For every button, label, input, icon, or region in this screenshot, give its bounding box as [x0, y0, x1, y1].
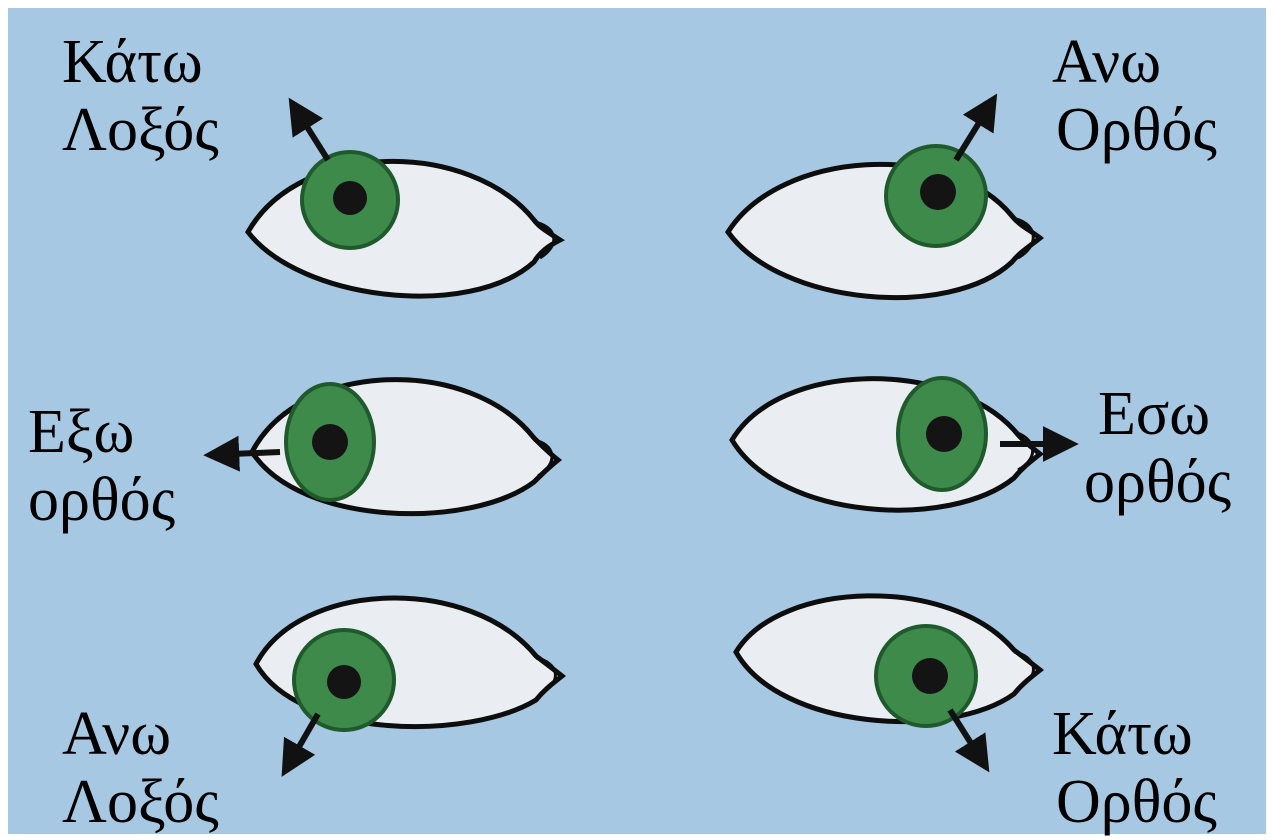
arrow [232, 452, 280, 454]
label-line2: Ορθός [1056, 768, 1217, 836]
label-line2: ορθός [1084, 448, 1231, 516]
label-line2: Λοξός [62, 96, 219, 164]
pupil [926, 416, 962, 452]
label-line2: Ορθός [1056, 96, 1217, 164]
label-line1: Εξω [28, 398, 175, 466]
pupil [912, 658, 948, 694]
label-line1: Εσω [1098, 380, 1231, 448]
label-line2: Λοξός [62, 768, 219, 836]
label-line1: Κάτω [1052, 700, 1217, 768]
label-line1: Κάτω [62, 28, 219, 96]
label-line1: Ανω [1052, 28, 1217, 96]
label-mid-right: Εσω ορθός [1098, 380, 1231, 516]
pupil [327, 665, 361, 699]
label-bot-left: Ανω Λοξός [62, 700, 219, 836]
label-mid-left: Εξω ορθός [28, 398, 175, 534]
label-bot-right: Κάτω Ορθός [1052, 700, 1217, 836]
pupil [312, 424, 348, 460]
pupil [920, 174, 956, 210]
label-line2: ορθός [28, 466, 175, 534]
pupil [333, 181, 367, 215]
label-top-left: Κάτω Λοξός [62, 28, 219, 164]
label-line1: Ανω [62, 700, 219, 768]
label-top-right: Ανω Ορθός [1052, 28, 1217, 164]
